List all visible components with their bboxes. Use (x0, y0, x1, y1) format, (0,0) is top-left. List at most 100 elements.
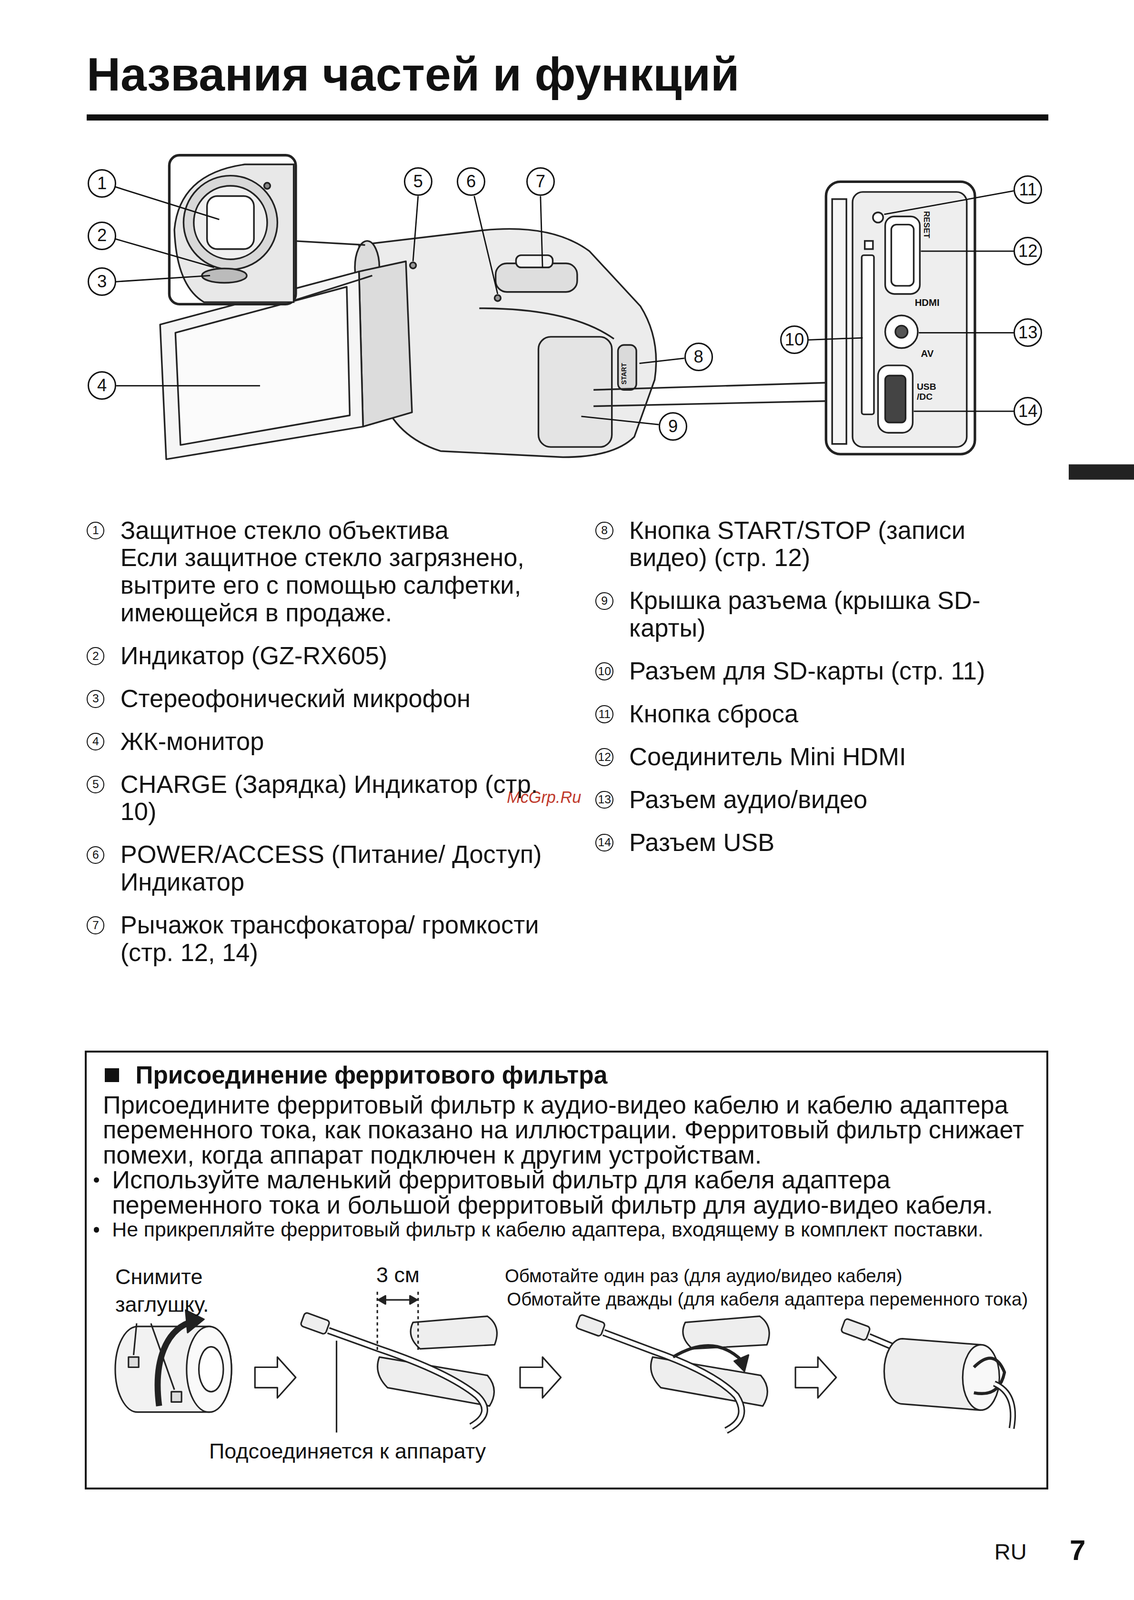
callout-number: 10 (780, 325, 809, 354)
callout-number: 2 (86, 646, 105, 665)
callout-number: 1 (86, 521, 105, 540)
note-row: Присоединение ферритового фильтра (102, 1060, 1031, 1090)
port-label: AV (920, 347, 934, 360)
parts-list: 1Защитное стекло объективаЕсли защитное … (86, 516, 544, 982)
lens-closeup (193, 185, 268, 260)
ferrite-illustration (186, 1325, 232, 1412)
leader-line (115, 275, 211, 282)
callout-number: 14 (1013, 396, 1043, 426)
connector-panel (593, 181, 975, 454)
ferrite-illustration (157, 1321, 190, 1406)
ferrite-illustration (328, 1329, 485, 1426)
connector-panel (895, 325, 908, 338)
part-text: Кнопка START/STOP (записи видео) (стр. 1… (629, 516, 1022, 573)
leader-line (808, 337, 863, 340)
parts-list-item: 9Крышка разъема (крышка SD-карты) (595, 586, 1022, 643)
callout-number: 4 (87, 371, 117, 400)
camera-illustration (618, 344, 637, 390)
lens-closeup (174, 164, 294, 302)
ferrite-illustration (994, 1383, 1014, 1428)
note-row: Используйте маленький ферритовый фильтр … (93, 1166, 1031, 1217)
ferrite-illustration (115, 1325, 232, 1412)
part-text: Рычажок трансфокатора/ громкости (стр. 1… (120, 911, 544, 967)
parts-list-item: 10Разъем для SD-карты (стр. 11) (595, 657, 1022, 685)
camera-illustration (515, 255, 553, 268)
part-name: Кнопка START/STOP (записи видео) (стр. 1… (629, 516, 1022, 573)
ferrite-illustration (115, 1291, 1014, 1432)
ferrite-illustration (300, 1311, 331, 1335)
note-content: Присоединение ферритового фильтраПрисоед… (86, 1052, 1047, 1250)
callout-number: 12 (595, 747, 613, 766)
part-text: Разъем аудио/видео (629, 785, 1022, 814)
ferrite-illustration (410, 1295, 418, 1304)
leader-line (913, 410, 1014, 412)
callout-number: 5 (403, 167, 433, 196)
leader-line (920, 250, 1014, 252)
connector-panel (593, 382, 826, 390)
ferrite-illustration (378, 1295, 386, 1304)
ferrite-illustration (417, 1291, 419, 1353)
ferrite-illustration (335, 1340, 338, 1433)
ferrite-illustration (651, 1356, 768, 1406)
part-text: ЖК-монитор (120, 727, 544, 756)
step-note: Обмотайте один раз (для аудио/видео кабе… (504, 1264, 903, 1287)
part-text: Индикатор (GZ-RX605) (120, 642, 544, 670)
parts-list-item: 7 Рычажок трансфокатора/ громкости (стр. … (86, 911, 544, 967)
connector-panel (891, 224, 914, 286)
part-name: Рычажок трансфокатора/ громкости (стр. 1… (120, 911, 544, 967)
camera-illustration (359, 228, 657, 457)
bullet-dot (93, 1176, 100, 1183)
part-name: Кнопка сброса (629, 700, 1022, 728)
lens-closeup (264, 182, 271, 190)
part-text: Разъем USB (629, 828, 1022, 857)
bullet-text: Не прикрепляйте ферритовый фильтр к кабе… (111, 1216, 1031, 1242)
note-row: Присоедините ферритовый фильтр к аудио-в… (102, 1092, 1031, 1167)
part-name: CHARGE (Зарядка) Индикатор (стр. 10) (120, 770, 544, 826)
parts-list-item: 5 CHARGE (Зарядка) Индикатор (стр. 10) (86, 770, 544, 826)
parts-list-item: 4 ЖК-монитор (86, 727, 544, 756)
step-note: Снимите заглушку. (115, 1262, 238, 1318)
ferrite-illustration (328, 1329, 485, 1426)
connector-panel (885, 315, 919, 349)
connector-panel (861, 255, 874, 415)
callout-number: 6 (456, 167, 486, 196)
ferrite-illustration (383, 1298, 412, 1301)
part-name: Индикатор (GZ-RX605) (120, 642, 544, 670)
ferrite-illustration (133, 1322, 137, 1355)
parts-list-item: 3Стереофонический микрофон (86, 684, 544, 713)
callout-number: 11 (1013, 175, 1043, 204)
box-text: Присоедините ферритовый фильтр к аудио-в… (102, 1092, 1031, 1167)
connector-panel (885, 216, 921, 294)
page-rule (1068, 464, 1134, 480)
connector-panel (825, 181, 975, 454)
leader-line (474, 195, 498, 294)
callout-number: 4 (86, 732, 105, 751)
part-name: Разъем аудио/видео (629, 785, 1022, 814)
ferrite-illustration (994, 1383, 1014, 1428)
callout-number: 12 (1013, 236, 1043, 266)
leader-line (540, 195, 543, 268)
ferrite-illustration (962, 1344, 1000, 1410)
ferrite-illustration (672, 1344, 743, 1361)
dimension-label: 3 см (376, 1261, 420, 1288)
leader-line (581, 416, 659, 425)
part-name: Защитное стекло объектива (120, 516, 544, 545)
callout-number: 13 (1013, 318, 1043, 347)
callout-number: 11 (595, 704, 613, 723)
callout-number: 8 (595, 521, 613, 540)
part-name: Стереофонический микрофон (120, 684, 544, 713)
callout-number: 7 (86, 915, 105, 934)
parts-list-item: 12Соединитель Mini HDMI (595, 742, 1022, 771)
bullet-dot (93, 1226, 100, 1233)
port-label: USB /DC (916, 381, 948, 402)
connector-panel (873, 212, 884, 223)
callout-number: 5 (86, 775, 105, 793)
leader-line (116, 384, 261, 387)
connector-panel (852, 191, 967, 447)
leader-line (115, 186, 220, 220)
part-text: Крышка разъема (крышка SD-карты) (629, 586, 1022, 643)
part-name: Разъем для SD-карты (стр. 11) (629, 657, 1022, 685)
part-text: CHARGE (Зарядка) Индикатор (стр. 10) (120, 770, 544, 826)
parts-list: 8 Кнопка START/STOP (записи видео) (стр. … (595, 516, 1022, 872)
